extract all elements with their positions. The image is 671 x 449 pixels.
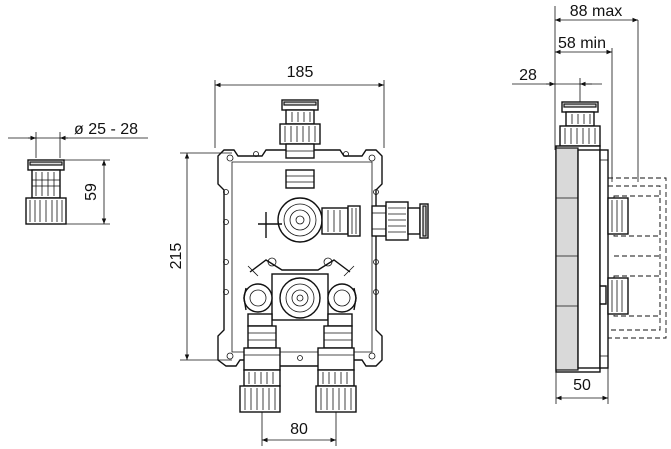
fitting-body bbox=[31, 169, 61, 199]
bottom-right-inlet-fitting bbox=[315, 325, 357, 413]
side-view: 88 max 58 min 28 bbox=[512, 3, 667, 404]
bottom-left-inlet-fitting bbox=[239, 325, 281, 413]
fitting-height-label: 59 bbox=[83, 183, 100, 201]
diverter-valve bbox=[258, 169, 361, 243]
diameter-label: ø 25 - 28 bbox=[74, 121, 138, 138]
spacing-dim-label: 80 bbox=[290, 421, 308, 438]
mounting-frame bbox=[217, 149, 383, 367]
width-dim-label: 185 bbox=[287, 64, 314, 81]
right-outlet-fitting bbox=[371, 201, 429, 241]
front-view: 185 215 bbox=[168, 64, 429, 446]
top-outlet-fitting bbox=[279, 99, 321, 159]
min-depth-label: 58 min bbox=[558, 35, 606, 52]
offset-label: 28 bbox=[519, 67, 537, 84]
fitting-detail-view: ø 25 - 28 59 bbox=[8, 121, 148, 225]
thermostatic-body bbox=[243, 257, 357, 327]
max-depth-label: 88 max bbox=[570, 3, 622, 20]
height-dim-label: 215 bbox=[168, 243, 185, 270]
body-depth-label: 50 bbox=[573, 377, 591, 394]
